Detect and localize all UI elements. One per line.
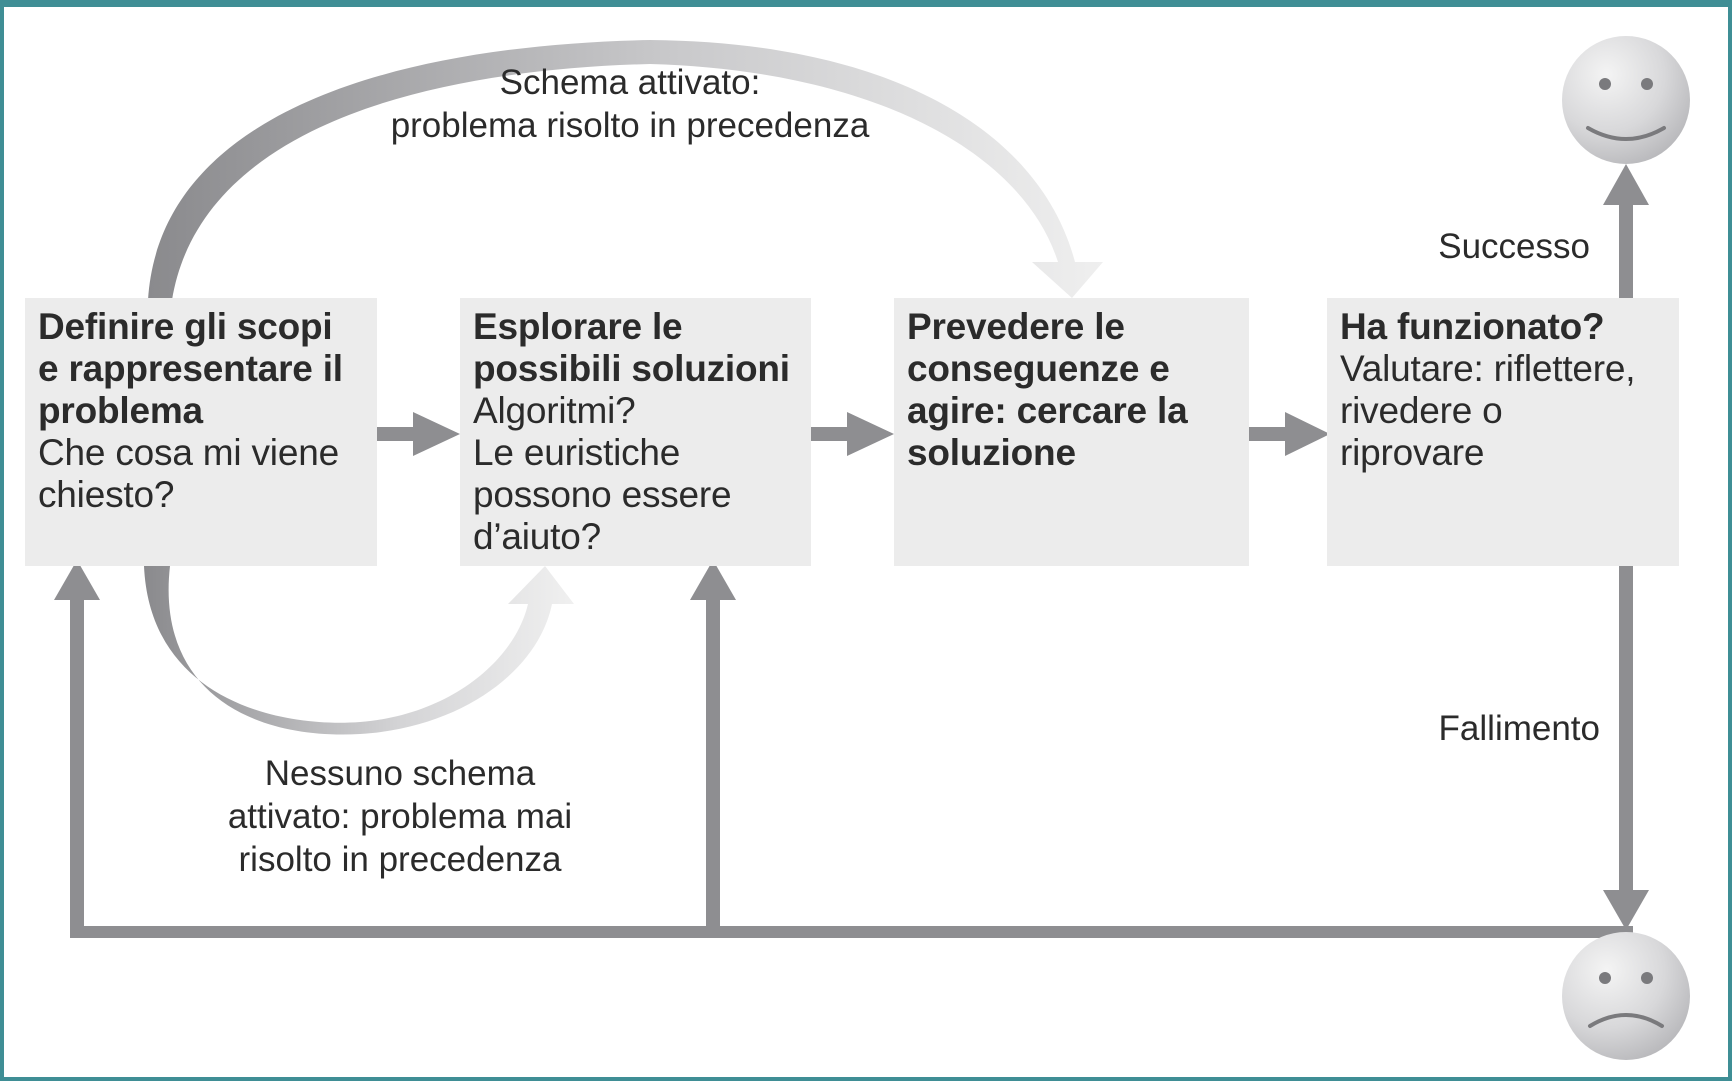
step-define-goals-body: Che cosa mi viene chiesto? [38,432,339,515]
step-predict-act-title: Prevedere le conseguenze e agire: cercar… [907,306,1188,473]
feedback-loop [54,560,1633,938]
step-evaluate-title: Ha funzionato? [1340,306,1605,347]
label-failure: Fallimento [1438,709,1600,748]
sad-face-icon [1562,932,1690,1060]
bottom-curved-arrow [144,566,574,735]
happy-face-icon [1562,36,1690,164]
label-schema-activated: Schema attivato: problema risolto in pre… [390,63,870,145]
success-arrow [1603,164,1649,298]
step-define-goals: Definire gli scopi e rappresentare il pr… [25,298,377,566]
step-evaluate: Ha funzionato? Valutare: riflettere, riv… [1327,298,1679,566]
step-evaluate-body: Valutare: riflettere, rivedere o riprova… [1340,348,1636,473]
step-explore-solutions-body: Algoritmi? Le euristiche possono essere … [473,390,732,557]
step-explore-solutions-title: Esplorare le possibili soluzioni [473,306,790,389]
flow-arrows [377,412,1330,456]
label-success: Successo [1438,227,1590,266]
step-explore-solutions: Esplorare le possibili soluzioni Algorit… [460,298,811,566]
step-define-goals-title: Definire gli scopi e rappresentare il pr… [38,306,343,431]
label-no-schema: Nessuno schema attivato: problema mai ri… [227,754,573,879]
failure-arrow [1603,566,1649,930]
step-predict-act: Prevedere le conseguenze e agire: cercar… [894,298,1249,566]
